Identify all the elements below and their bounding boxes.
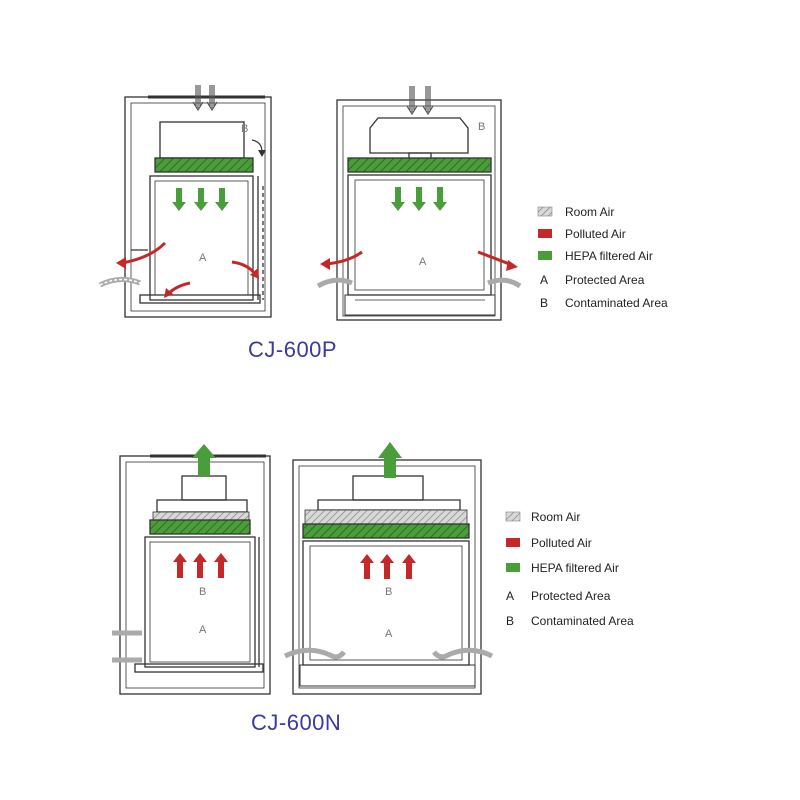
zone-b-label: B bbox=[478, 121, 485, 133]
cabinet-outline bbox=[119, 455, 271, 695]
zone-a-label: A bbox=[419, 256, 427, 268]
room-air-inflow bbox=[316, 277, 353, 289]
cj600n-front-view bbox=[292, 459, 482, 695]
legend-marker-a: A bbox=[506, 589, 514, 603]
hepa-air-swatch bbox=[506, 563, 520, 572]
room-air-swatch bbox=[505, 511, 521, 522]
legend-polluted-air: Polluted Air bbox=[531, 536, 592, 550]
room-air-inflow bbox=[432, 647, 494, 660]
model-title: CJ-600N bbox=[251, 710, 341, 735]
room-air-intake-arrows bbox=[192, 85, 218, 112]
hepa-exhaust-arrow bbox=[192, 444, 216, 476]
legend-marker-b: B bbox=[506, 614, 514, 628]
hepa-filter bbox=[302, 523, 470, 539]
hepa-filter bbox=[347, 157, 492, 173]
cj600n-side-view bbox=[119, 454, 271, 695]
hepa-filter bbox=[149, 519, 251, 535]
cj600p-side-view bbox=[124, 95, 272, 318]
zone-b-label: B bbox=[385, 586, 392, 598]
work-chamber bbox=[144, 536, 256, 668]
legend-room-air: Room Air bbox=[565, 205, 614, 219]
cabinet-outline bbox=[336, 99, 502, 321]
hepa-air-swatch bbox=[538, 251, 552, 260]
legend-marker-a: A bbox=[540, 273, 548, 287]
legend-hepa-air: HEPA filtered Air bbox=[531, 561, 619, 575]
polluted-upflow-arrows bbox=[360, 554, 416, 579]
cj600p-front-view bbox=[336, 99, 502, 321]
exhaust-duct bbox=[181, 475, 227, 501]
fan-housing bbox=[159, 121, 245, 159]
zone-a-label: A bbox=[385, 628, 393, 640]
legend-marker-b: B bbox=[540, 296, 548, 310]
legend-contaminated-area: Contaminated Area bbox=[531, 614, 634, 628]
zone-a-label: A bbox=[199, 624, 207, 636]
exhaust-duct bbox=[352, 475, 424, 501]
legend-cj600n: Room Air Polluted Air HEPA filtered Air … bbox=[505, 510, 634, 628]
zone-a-label: A bbox=[199, 252, 207, 264]
room-air-swatch bbox=[537, 206, 553, 217]
fan-housing bbox=[156, 499, 248, 513]
legend-room-air: Room Air bbox=[531, 510, 580, 524]
room-air-intake-arrows bbox=[406, 86, 434, 116]
hepa-downflow-arrows bbox=[172, 188, 229, 211]
room-air-inflow bbox=[283, 647, 346, 660]
zone-b-label: B bbox=[241, 123, 248, 135]
legend-polluted-air: Polluted Air bbox=[565, 227, 626, 241]
work-chamber bbox=[149, 175, 254, 301]
hepa-filter bbox=[154, 157, 254, 173]
fan-housing bbox=[369, 117, 469, 154]
polluted-air-swatch bbox=[538, 229, 552, 238]
legend-hepa-air: HEPA filtered Air bbox=[565, 249, 653, 263]
zone-b-label: B bbox=[199, 586, 206, 598]
polluted-upflow-arrows bbox=[173, 553, 228, 578]
hepa-downflow-arrows bbox=[391, 187, 447, 211]
fan-housing bbox=[317, 499, 461, 511]
polluted-air-swatch bbox=[506, 538, 520, 547]
legend-contaminated-area: Contaminated Area bbox=[565, 296, 668, 310]
hepa-exhaust-arrow bbox=[378, 442, 402, 478]
legend-protected-area: Protected Area bbox=[531, 589, 611, 603]
model-title: CJ-600P bbox=[248, 337, 337, 362]
room-air-inflow bbox=[487, 277, 522, 289]
legend-protected-area: Protected Area bbox=[565, 273, 645, 287]
legend-cj600p: Room Air Polluted Air HEPA filtered Air … bbox=[537, 205, 668, 310]
